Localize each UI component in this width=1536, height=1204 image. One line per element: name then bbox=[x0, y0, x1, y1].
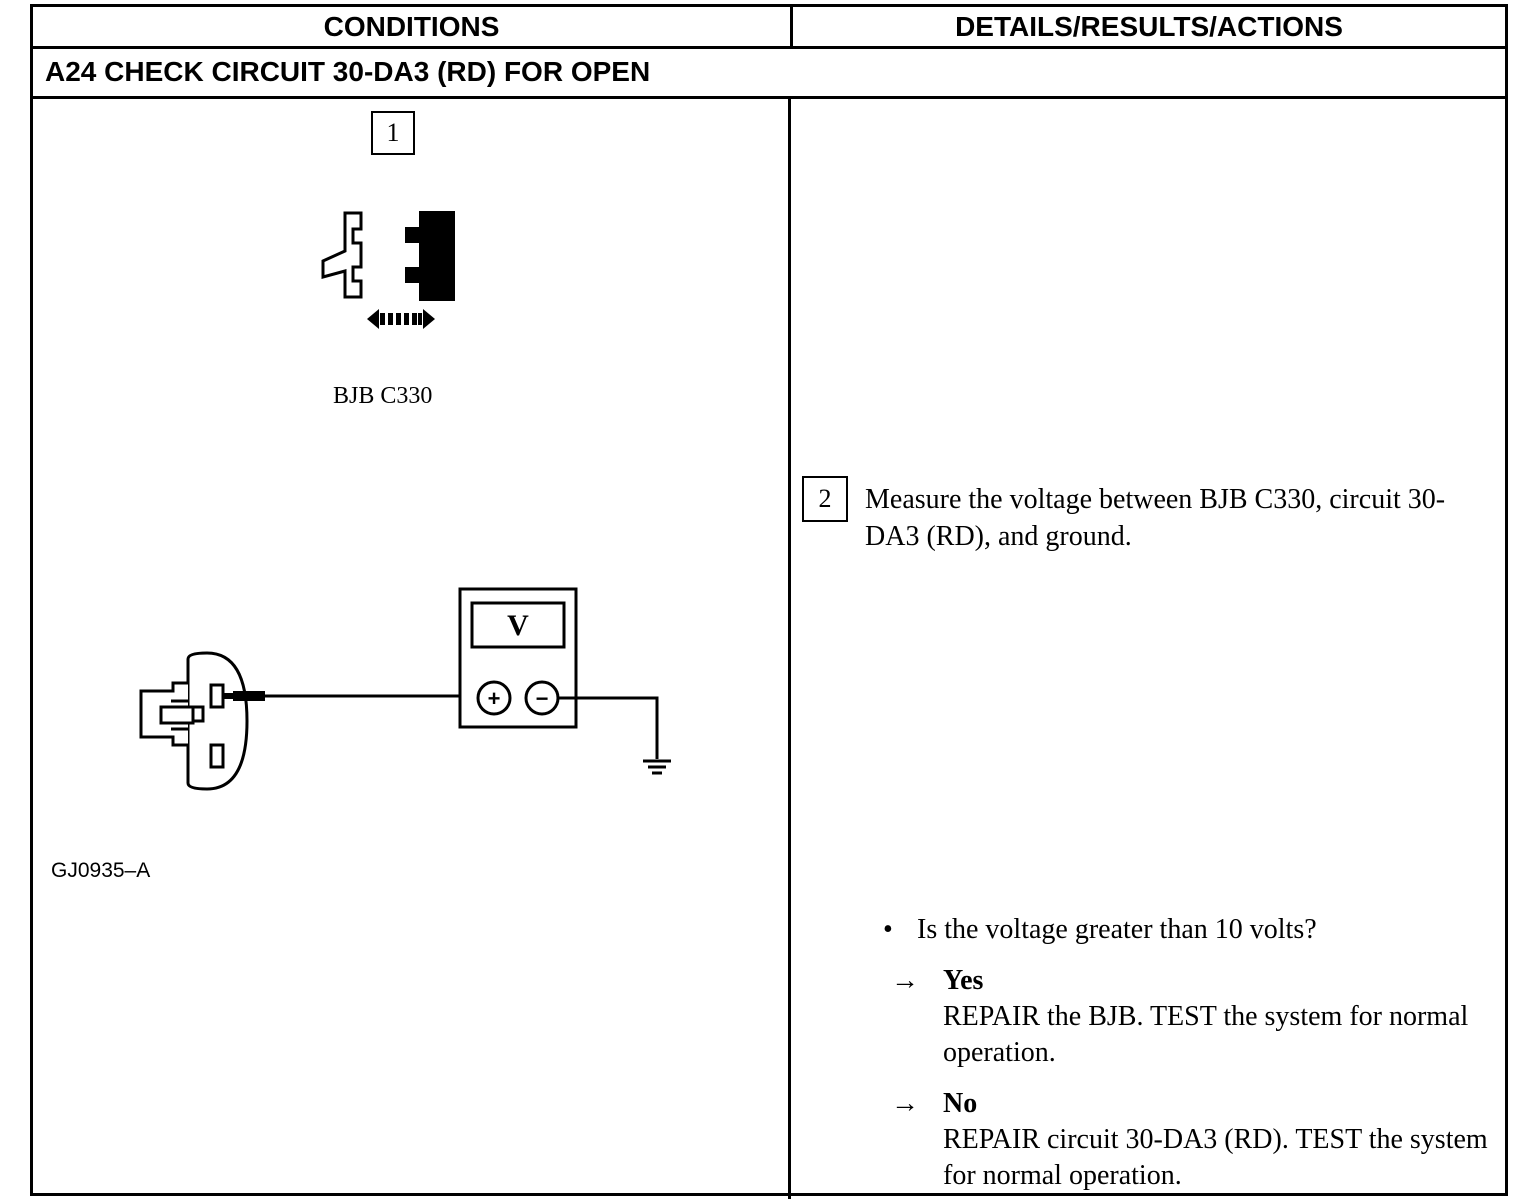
meter-plus-terminal: + bbox=[488, 686, 501, 711]
answer-no-label: No bbox=[943, 1088, 978, 1119]
column-divider bbox=[788, 99, 791, 1199]
connector-label: BJB C330 bbox=[333, 383, 433, 409]
test-title-row: A24 CHECK CIRCUIT 30-DA3 (RD) FOR OPEN bbox=[33, 49, 1505, 99]
step-2-number: 2 bbox=[802, 476, 848, 522]
arrow-icon: → bbox=[891, 965, 919, 996]
meter-display-icon: V bbox=[507, 609, 529, 642]
details-header: DETAILS/RESULTS/ACTIONS bbox=[955, 11, 1343, 42]
disconnect-connector-icon bbox=[321, 211, 455, 329]
bullet-icon: • bbox=[883, 914, 893, 945]
table-header-row: CONDITIONS DETAILS/RESULTS/ACTIONS bbox=[33, 7, 1505, 49]
question-text: Is the voltage greater than 10 volts? bbox=[917, 914, 1317, 945]
step-2-instruction: Measure the voltage between BJB C330, ci… bbox=[865, 484, 1446, 552]
answer-no-action: REPAIR circuit 30-DA3 (RD). TEST the sys… bbox=[943, 1124, 1488, 1191]
answer-yes-label: Yes bbox=[943, 965, 984, 996]
meter-minus-terminal: − bbox=[536, 686, 549, 711]
figure-id: GJ0935–A bbox=[51, 859, 151, 882]
question: • Is the voltage greater than 10 volts? bbox=[883, 912, 1317, 948]
header-divider bbox=[790, 7, 793, 49]
step-1-number: 1 bbox=[371, 111, 415, 155]
conditions-header: CONDITIONS bbox=[323, 11, 500, 42]
test-procedure-table: CONDITIONS DETAILS/RESULTS/ACTIONS A24 C… bbox=[30, 4, 1508, 1199]
arrow-icon: → bbox=[891, 1088, 919, 1119]
answer-yes-action: REPAIR the BJB. TEST the system for norm… bbox=[943, 1001, 1469, 1068]
test-title: A24 CHECK CIRCUIT 30-DA3 (RD) FOR OPEN bbox=[45, 56, 651, 87]
voltmeter-test-diagram: V + − bbox=[139, 587, 671, 791]
